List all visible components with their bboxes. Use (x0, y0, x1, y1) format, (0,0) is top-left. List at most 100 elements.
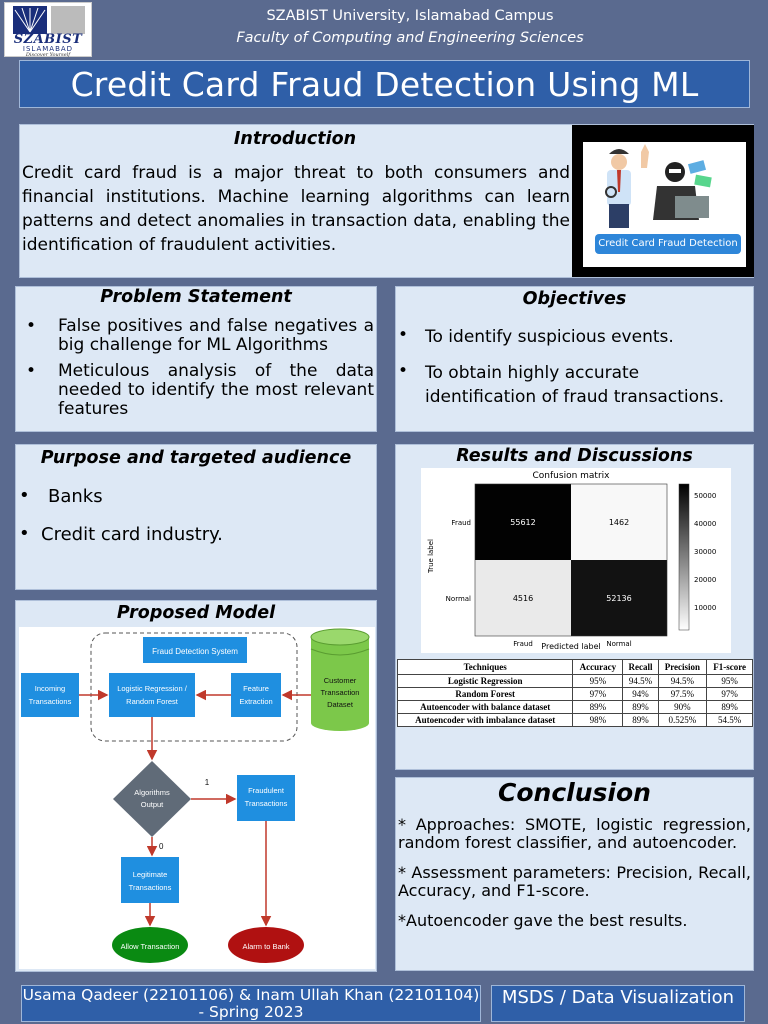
matrix-y-label: True label (427, 539, 435, 574)
faculty-name: Faculty of Computing and Engineering Sci… (236, 30, 584, 46)
svg-text:Output: Output (141, 800, 164, 809)
logo-tagline: Discover Yourself (25, 52, 71, 58)
purpose-panel: Purpose and targeted audience Banks Cred… (15, 444, 377, 590)
table-cell: 98% (572, 713, 624, 727)
table-header-row: Techniques Accuracy Recall Precision F1-… (396, 659, 753, 675)
model-flowchart: Fraud Detection System Incoming Transact… (19, 627, 375, 969)
logo-campus: ISLAMABAD (22, 45, 74, 53)
introduction-heading: Introduction (233, 129, 357, 149)
edge-label-0: 0 (159, 842, 164, 851)
model-node (109, 673, 195, 717)
fraudulent-transactions-node (237, 775, 295, 821)
table-cell: 89% (572, 700, 624, 714)
list-item: Banks (16, 484, 374, 509)
colorbar-tick-label: 50000 (694, 492, 716, 500)
svg-text:Transactions: Transactions (245, 799, 288, 808)
problem-statement-panel: Problem Statement False positives and fa… (15, 286, 377, 432)
fraud-detection-system-node (143, 637, 247, 663)
table-cell: 89% (622, 713, 659, 727)
matrix-cell-value: 55612 (510, 518, 535, 527)
purpose-list: Banks Credit card industry. (16, 484, 374, 561)
svg-text:Transaction: Transaction (321, 688, 360, 697)
table-cell: 95% (572, 674, 624, 688)
list-item: Meticulous analysis of the data needed t… (16, 362, 374, 419)
matrix-cell-value: 52136 (606, 594, 631, 603)
svg-text:Transactions: Transactions (129, 883, 172, 892)
matrix-cell (571, 484, 667, 560)
alarm-to-bank-node (228, 927, 304, 963)
colorbar-tick-label: 40000 (694, 520, 716, 528)
proposed-heading: Proposed Model (116, 603, 276, 623)
objectives-panel: Objectives To identify suspicious events… (395, 286, 754, 432)
matrix-title: Confusion matrix (533, 471, 611, 481)
customer-dataset-node: Customer Transaction Dataset (310, 628, 370, 731)
header-accuracy: Accuracy (572, 659, 624, 675)
program-banner: MSDS / Data Visualization (491, 985, 745, 1022)
svg-text:Feature: Feature (243, 684, 269, 693)
colorbar-tick-label: 30000 (694, 548, 716, 556)
allow-transaction-node (112, 927, 188, 963)
svg-text:Alarm to Bank: Alarm to Bank (242, 942, 289, 951)
conclusion-panel: Conclusion * Approaches: SMOTE, logistic… (395, 777, 754, 971)
colorbar-tick-label: 10000 (694, 604, 716, 612)
conclusion-list: * Approaches: SMOTE, logistic regression… (398, 816, 751, 942)
table-cell: 97.5% (657, 687, 708, 701)
svg-text:Fraud Detection System: Fraud Detection System (152, 647, 238, 656)
fraud-illustration: Credit Card Fraud Detection (572, 125, 754, 277)
header-techniques: Techniques (396, 659, 574, 675)
list-item: * Assessment parameters: Precision, Reca… (398, 863, 751, 900)
table-cell: Random Forest (396, 687, 574, 701)
authors-banner: Usama Qadeer (22101106) & Inam Ullah Kha… (21, 985, 481, 1022)
matrix-cell-value: 4516 (513, 594, 533, 603)
introduction-text: Credit card fraud is a major threat to b… (22, 163, 570, 255)
table-cell: 94.5% (657, 674, 708, 688)
svg-text:Transactions: Transactions (29, 697, 72, 706)
problem-list: False positives and false negatives a bi… (16, 317, 374, 426)
list-item: *Autoencoder gave the best results. (398, 911, 688, 930)
svg-text:Fraudulent: Fraudulent (248, 786, 285, 795)
illustration-caption: Credit Card Fraud Detection (595, 234, 741, 254)
matrix-frame (474, 483, 668, 637)
program-text: MSDS / Data Visualization (501, 987, 735, 1008)
svg-text:Allow Transaction: Allow Transaction (121, 942, 180, 951)
svg-text:Algorithms: Algorithms (134, 788, 170, 797)
y-tick-label: Fraud (451, 519, 471, 527)
feature-extraction-node (231, 673, 281, 717)
problem-heading: Problem Statement (100, 287, 292, 307)
poster-title: Credit Card Fraud Detection Using ML (70, 65, 699, 104)
objectives-list: To identify suspicious events. To obtain… (396, 323, 751, 421)
colorbar-tick-label: 20000 (694, 576, 716, 584)
logo-name: SZABIST (13, 32, 83, 47)
szabist-logo: SZABIST ISLAMABAD Discover Yourself (4, 2, 92, 58)
table-cell: 89% (622, 700, 659, 714)
table-cell: 97% (572, 687, 624, 701)
colorbar (678, 483, 690, 631)
algorithms-output-decision (113, 761, 191, 837)
y-tick-label: Normal (446, 595, 471, 603)
edge-label-1: 1 (205, 778, 210, 787)
fraud-scene-icon (605, 144, 712, 228)
table-cell: 94% (622, 687, 659, 701)
table-cell: 89% (706, 700, 753, 714)
proposed-model-panel: Proposed Model Fraud Detection System In… (15, 600, 377, 972)
x-tick-label: Fraud (513, 640, 533, 648)
matrix-cell (475, 560, 571, 636)
results-heading: Results and Discussions (456, 446, 693, 466)
matrix-cell (475, 484, 571, 560)
svg-text:Legitimate: Legitimate (133, 870, 168, 879)
x-tick-label: Normal (606, 640, 631, 648)
results-panel: Results and Discussions Confusion matrix… (395, 444, 754, 770)
objectives-heading: Objectives (522, 289, 627, 309)
list-item: Credit card industry. (16, 522, 374, 547)
table-row: Logistic Regression 95% 94.5% 94.5% 95% (396, 674, 753, 688)
matrix-x-label: Predicted label (541, 642, 600, 651)
title-banner: Credit Card Fraud Detection Using ML (19, 60, 750, 108)
matrix-cell-value: 1462 (609, 518, 629, 527)
legitimate-transactions-node (121, 857, 179, 903)
system-boundary (90, 632, 298, 742)
table-cell: 97% (706, 687, 753, 701)
table-cell: 90% (657, 700, 708, 714)
table-cell: Autoencoder with imbalance dataset (396, 713, 574, 727)
list-item: To identify suspicious events. (396, 323, 751, 349)
table-row: Autoencoder with imbalance dataset 98% 8… (396, 713, 753, 727)
